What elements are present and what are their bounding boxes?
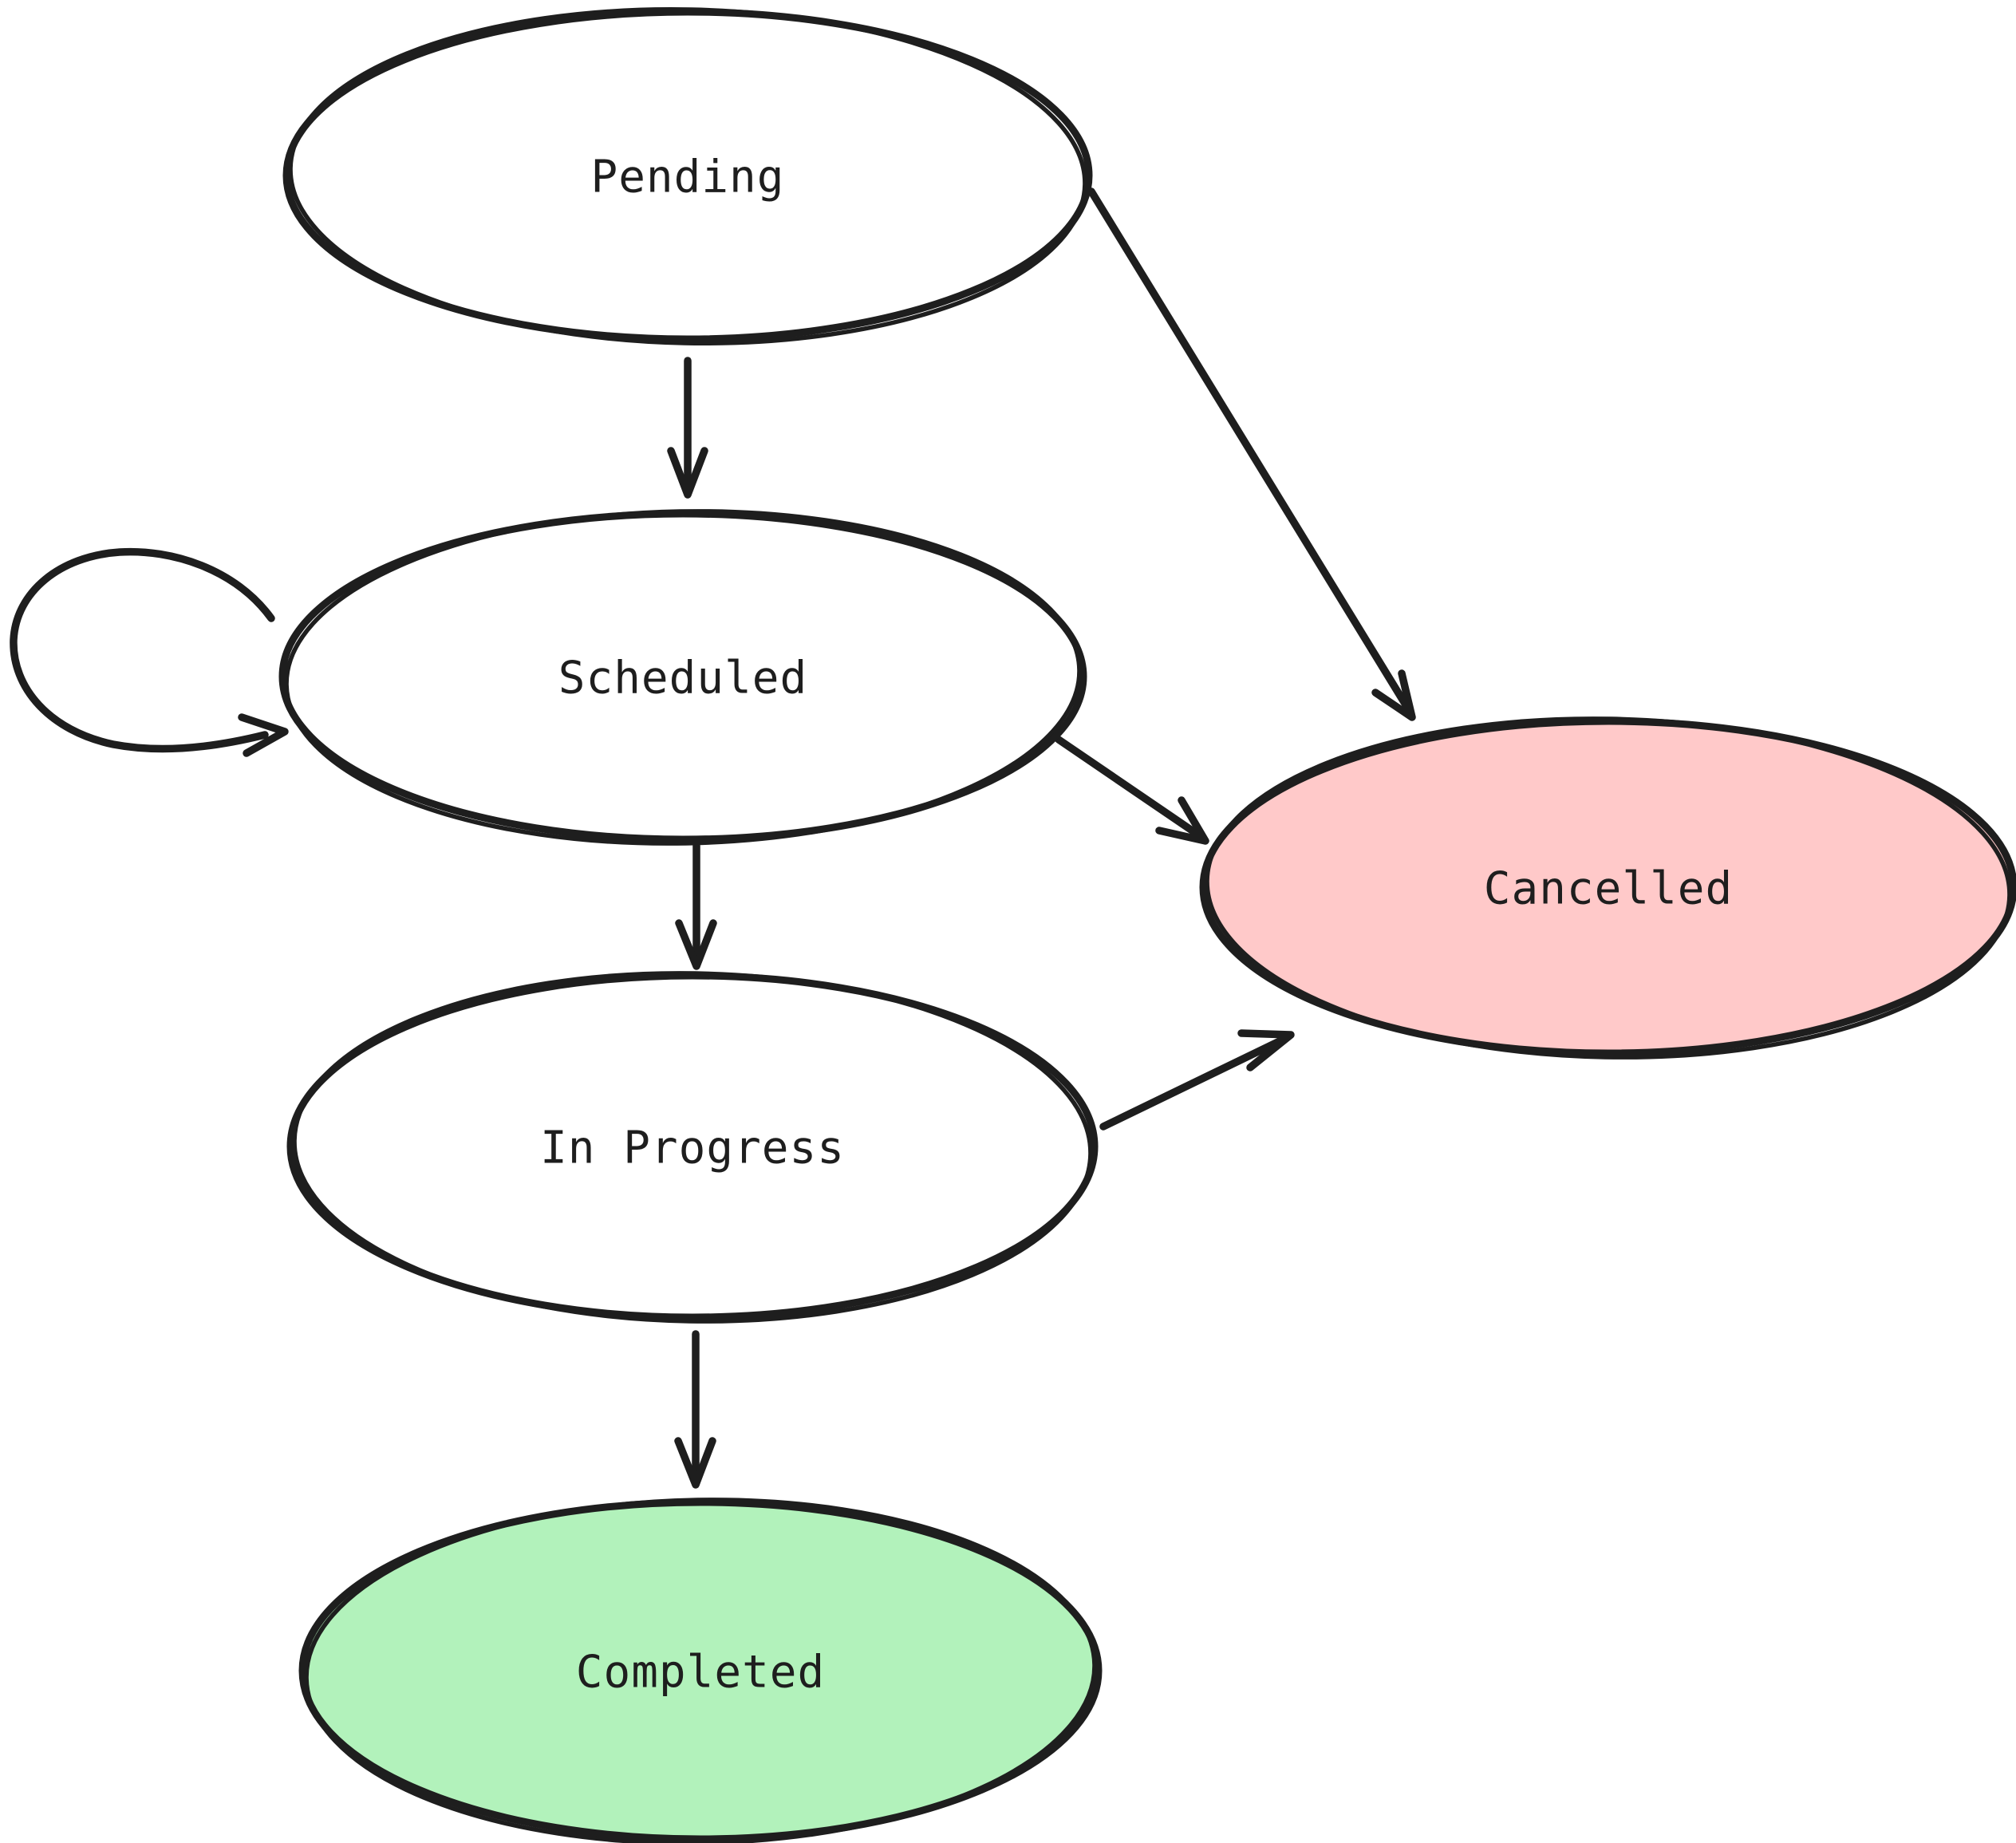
arrowhead-down-icon [667,447,708,499]
edge-pending-to-scheduled [667,357,708,499]
node-in-progress: In Progress [286,971,1099,1324]
edge-pending-to-cancelled [1087,187,1416,721]
scheduled-ellipse [278,510,1087,843]
pending-ellipse [282,8,1093,343]
self-loop-curve [10,547,275,753]
edge-scheduled-self-loop [10,547,289,757]
arrowhead-down-icon [675,919,717,970]
node-completed: Completed [298,1498,1103,1843]
node-cancelled: Cancelled [1199,716,2016,1060]
arrowhead-downright-icon [1155,796,1209,845]
node-scheduled: Scheduled [278,509,1087,846]
arrowhead-right-icon [238,713,289,757]
in-progress-label: In Progress [540,1123,845,1174]
scheduled-label: Scheduled [558,653,807,704]
edge-scheduled-to-inprogress [675,842,717,970]
edge-inprogress-to-completed [674,1330,716,1489]
edges-layer [10,187,1416,1489]
cancelled-ellipse-sketch-stroke [1205,716,2012,1060]
nodes-layer: Pending Scheduled In Progress Completed … [278,7,2016,1843]
edge-shaft [1055,736,1203,839]
in-progress-ellipse-sketch-stroke [292,971,1093,1324]
completed-ellipse [298,1498,1103,1843]
node-pending: Pending [282,7,1093,345]
edge-shaft [1099,1035,1288,1131]
scheduled-ellipse-sketch-stroke [284,509,1082,846]
cancelled-ellipse [1199,717,2016,1057]
arrowhead-down-icon [674,1437,716,1489]
arrowhead-downright-icon [1371,669,1416,721]
pending-ellipse-sketch-stroke [288,7,1087,345]
in-progress-ellipse [286,972,1099,1321]
cancelled-label: Cancelled [1484,863,1733,915]
arrowhead-upright-icon [1237,1029,1295,1071]
edge-inprogress-to-cancelled [1099,1029,1295,1131]
edge-scheduled-to-cancelled [1055,736,1209,845]
completed-label: Completed [576,1647,825,1699]
pending-label: Pending [590,152,784,203]
edge-shaft [1087,187,1413,714]
